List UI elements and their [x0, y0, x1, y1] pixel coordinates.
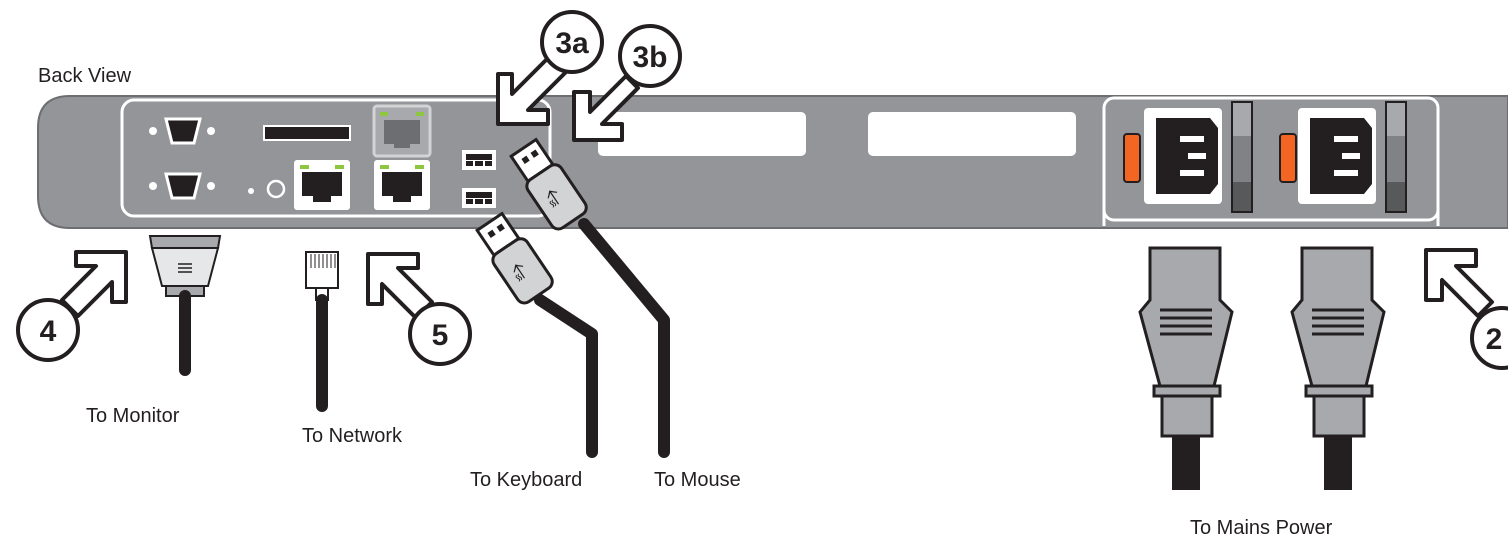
blank-slot [868, 112, 1076, 156]
to-mouse-label: To Mouse [654, 469, 741, 491]
callout-5: 5 [408, 302, 472, 366]
ethernet-port [294, 160, 350, 210]
reset-button [266, 179, 286, 199]
vga-port [149, 172, 215, 200]
mouse-usb-cable: ⭂ [509, 137, 670, 458]
to-monitor-label: To Monitor [86, 405, 180, 427]
power-inlet-2 [1279, 101, 1407, 213]
callout-3a: 3a [540, 10, 604, 74]
indicator-hole [248, 188, 254, 194]
card-slot [263, 125, 351, 141]
callout-2-text: 2 [1486, 323, 1503, 356]
callout-3a-text: 3a [555, 27, 589, 60]
monitor-cable [148, 235, 222, 376]
callout-arrow-2 [1424, 248, 1494, 318]
usb-port [462, 188, 496, 208]
keyboard-usb-cable: ⭂ [475, 211, 598, 458]
power-cable-1 [1138, 246, 1234, 490]
callout-4: 4 [16, 298, 80, 362]
network-cable [305, 251, 339, 412]
blank-slot [598, 112, 806, 156]
callout-5-text: 5 [432, 319, 449, 352]
callout-3b: 3b [618, 24, 682, 88]
management-ethernet-port [372, 104, 432, 158]
usb-port [462, 150, 496, 170]
to-mains-power-label: To Mains Power [1190, 517, 1333, 539]
callout-arrow-3a [496, 48, 574, 126]
power-cable-2 [1290, 246, 1386, 490]
back-view-label: Back View [38, 65, 132, 87]
callout-arrow-5 [366, 252, 434, 320]
callout-3b-text: 3b [632, 41, 667, 74]
callout-arrow-3b [572, 74, 640, 142]
callout-4-text: 4 [40, 315, 57, 348]
callout-arrow-4 [60, 250, 128, 318]
to-network-label: To Network [302, 425, 403, 447]
serial-port [149, 117, 215, 145]
power-inlet-1 [1123, 101, 1253, 213]
ethernet-port [374, 160, 430, 210]
to-keyboard-label: To Keyboard [470, 469, 583, 491]
callout-2: 2 [1470, 306, 1508, 370]
